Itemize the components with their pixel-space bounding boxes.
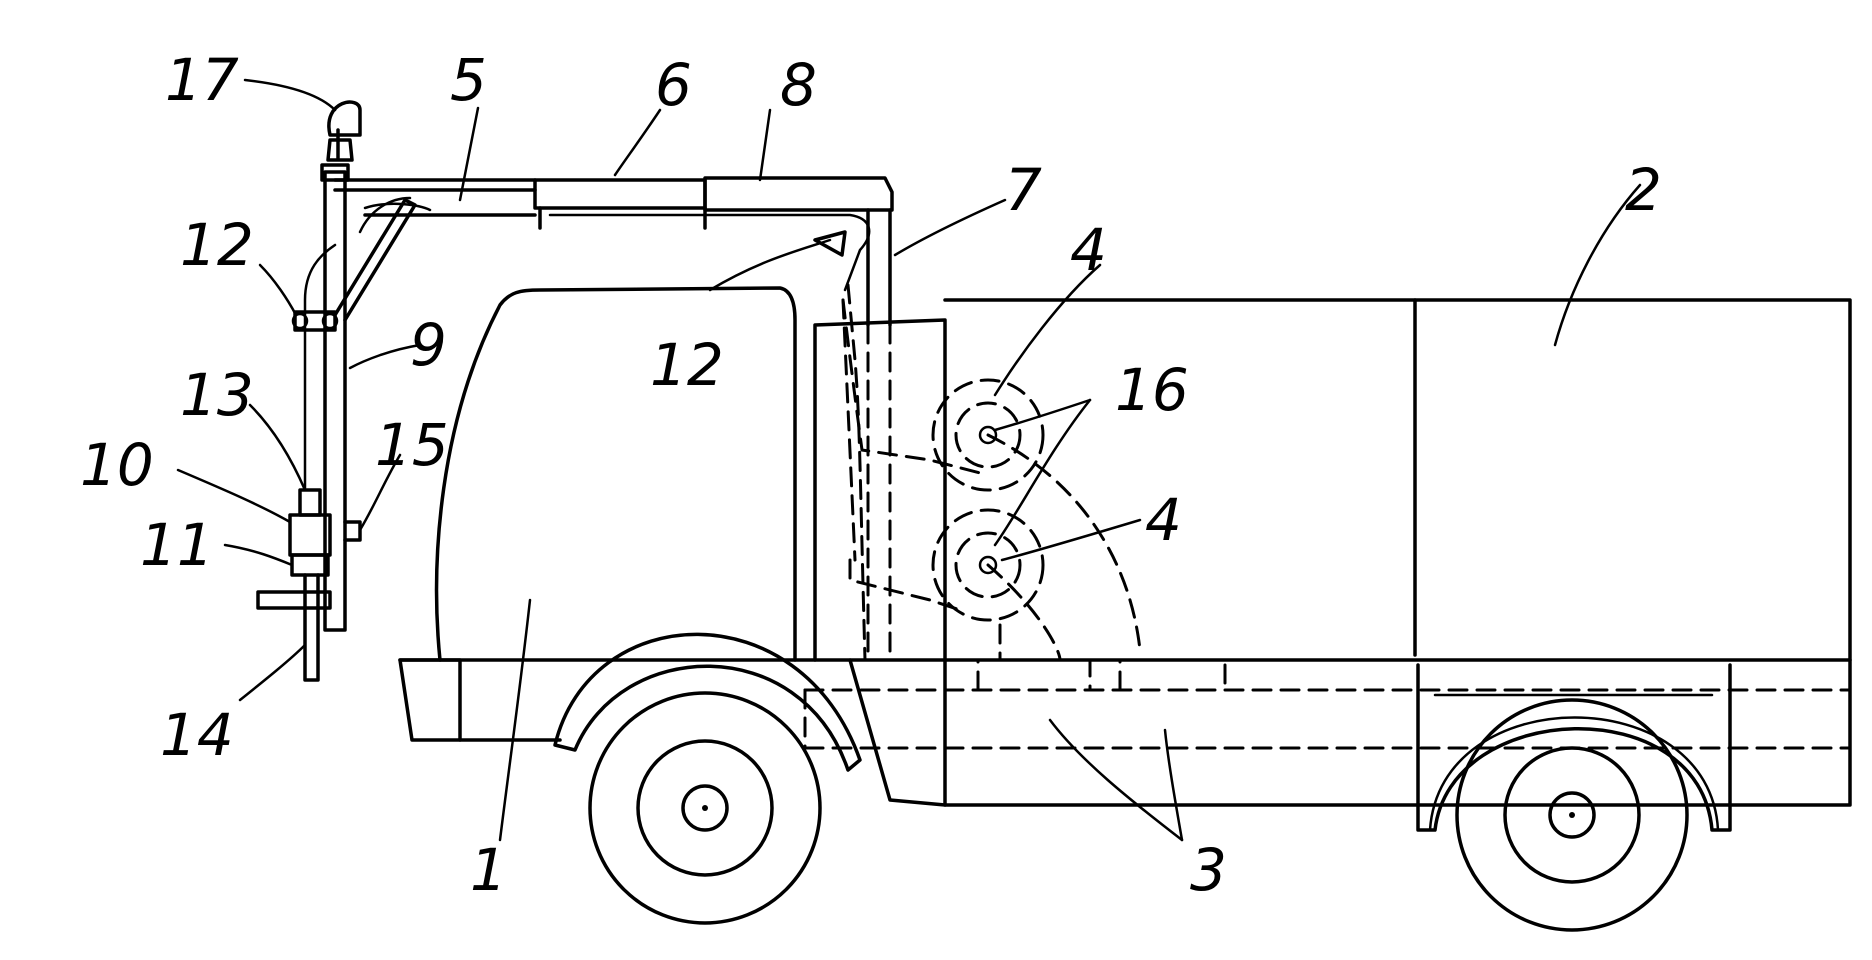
label-9: 9: [410, 311, 447, 379]
label-12a: 12: [180, 211, 254, 279]
label-12b: 12: [650, 331, 724, 399]
label-10: 10: [80, 431, 154, 499]
hose-clamps: [540, 208, 705, 228]
leader-12b: [710, 240, 830, 290]
compartment-left: [978, 660, 1090, 690]
leader-4a: [995, 265, 1100, 395]
nozzle-assembly: [258, 490, 330, 680]
label-17: 17: [165, 46, 239, 114]
leader-6: [615, 110, 660, 175]
leader-5: [460, 108, 478, 200]
label-4b: 4: [1145, 486, 1182, 554]
label-2: 2: [1625, 156, 1662, 224]
leader-11: [225, 545, 292, 565]
cab-outline: [437, 288, 795, 660]
boom-hose: [550, 215, 869, 290]
storage-compartments: [978, 660, 1225, 690]
leader-16b: [995, 400, 1090, 545]
coupling-11: [292, 555, 328, 575]
label-13: 13: [180, 361, 254, 429]
valve-13: [300, 490, 320, 515]
boom-5-top: [335, 180, 535, 190]
label-3: 3: [1190, 836, 1227, 904]
label-14: 14: [160, 701, 234, 769]
mast-hose: [305, 245, 335, 488]
leader-3a: [1050, 720, 1182, 840]
tank-body: [945, 300, 1850, 805]
label-11: 11: [140, 511, 214, 579]
leader-8: [760, 110, 770, 180]
housing-8: [705, 178, 892, 210]
leader-1: [500, 600, 530, 840]
leader-12a: [260, 265, 296, 315]
leader-4b: [1002, 520, 1140, 560]
label-6: 6: [655, 51, 692, 119]
lamp-base: [328, 140, 352, 160]
leader-17: [245, 80, 335, 110]
label-4a: 4: [1070, 216, 1107, 284]
lower-frame-front: [850, 660, 945, 805]
boom-assembly: [335, 178, 892, 320]
vertical-column: [868, 210, 890, 660]
reference-numerals: 17 5 6 8 7 12 12 9 13 15 10 11 14 4 16 4…: [80, 46, 1662, 904]
telescopic-section-6: [535, 180, 705, 208]
leader-14: [240, 645, 305, 700]
compartment-right: [1120, 660, 1225, 690]
hose-to-reel-upper: [843, 300, 988, 475]
label-15: 15: [375, 411, 449, 479]
rear-wheel: [1457, 700, 1687, 930]
leader-7: [895, 200, 1005, 255]
front-wheel: [590, 693, 820, 923]
front-bumper: [400, 660, 460, 740]
support-strut: [335, 200, 415, 320]
label-8: 8: [780, 51, 817, 119]
intermediate-box: [815, 320, 945, 660]
connector-15: [345, 522, 360, 540]
label-5: 5: [450, 46, 487, 114]
label-7: 7: [1005, 156, 1042, 224]
label-16: 16: [1115, 356, 1189, 424]
label-1: 1: [470, 836, 507, 904]
leader-13: [250, 405, 305, 490]
reel-swing-path-lower: [988, 565, 1060, 660]
